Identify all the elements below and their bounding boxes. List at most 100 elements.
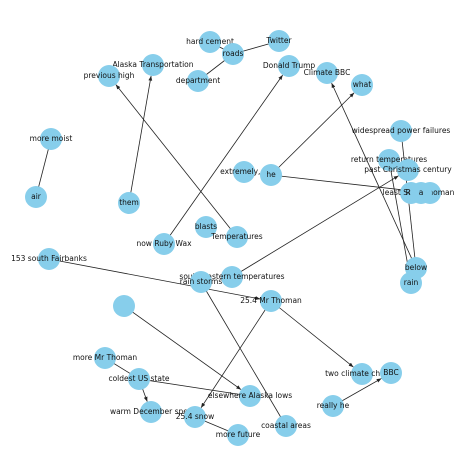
node-label: coastal areas [261, 421, 311, 430]
node-elsewhere-alaska-lows: elsewhere Alaska lows [208, 385, 292, 407]
node-return-temperatures: return temperatures [351, 149, 427, 171]
node-two-climate-change: two climate change [325, 363, 399, 385]
node-circle [227, 424, 249, 446]
node-label: 153 south Fairbanks [11, 254, 87, 263]
node-rain-storms: rain storms [180, 271, 223, 293]
node-label: department [176, 76, 220, 85]
node-temperatures: Temperatures [210, 226, 263, 248]
node-153-south-fairbanks: 153 south Fairbanks [11, 248, 87, 270]
node-label: below [405, 263, 427, 272]
node-circle [260, 164, 282, 186]
node-circle [184, 406, 206, 428]
node-more-future: more future [216, 424, 261, 446]
node-label: coldest US state [108, 374, 169, 383]
node-label: warm December spell [110, 407, 192, 416]
node-circle [260, 290, 282, 312]
node-label: Alaska Transportation [112, 60, 193, 69]
node-label: blasts [195, 222, 217, 231]
node-circle [275, 415, 297, 437]
node-circle [140, 401, 162, 423]
node-alaska-transportation: Alaska Transportation [112, 54, 194, 76]
node-roads: roads [222, 43, 244, 65]
node-label: he [266, 170, 276, 179]
node-what: what [351, 74, 373, 96]
node-circle [226, 226, 248, 248]
node-donald-trump: Donald Trump [263, 55, 316, 77]
edge-temperatures-to-previous_high [115, 84, 238, 238]
node-label: past Christmas century [364, 165, 452, 174]
node-label: south eastern temperatures [179, 272, 284, 281]
node-circle [94, 347, 116, 369]
node-label: Donald Trump [263, 61, 316, 70]
node-circle [316, 62, 338, 84]
node-circle [268, 30, 290, 52]
node-bbc: BBC [380, 362, 402, 384]
node-label: rain storms [180, 277, 223, 286]
node-circle [222, 43, 244, 65]
node-circle [128, 368, 150, 390]
node-circle [187, 70, 209, 92]
node-label: more future [216, 430, 261, 439]
node-he: he [260, 164, 282, 186]
edge-he-to-what [270, 92, 355, 176]
node-circle [410, 182, 432, 204]
node-circle [142, 54, 164, 76]
node-label: Temperatures [210, 232, 263, 241]
node-climate-bbc: Climate BBC [304, 62, 350, 84]
node-label: BBC [383, 368, 398, 377]
node-circle [190, 271, 212, 293]
edge-153_south_fairbanks-to-254_mr_thoman [48, 258, 261, 300]
node-hard-cement: hard cement [186, 31, 234, 53]
node-circle [98, 65, 120, 87]
node-rain: rain [400, 272, 422, 294]
edge-them-to-alaska_transportation [128, 75, 153, 204]
edge-south_eastern_temperatures-to-past_christmas_century [231, 175, 399, 278]
node-more-mr-thoman: more Mr Thoman [73, 347, 138, 369]
edge-coldest_us_state-to-elsewhere_alaska_lows [138, 378, 251, 397]
node-circle [239, 385, 261, 407]
node-circle [40, 128, 62, 150]
node-label: air [31, 192, 42, 201]
node-label: 25.4 snow [176, 412, 214, 421]
node-label: roads [223, 49, 244, 58]
node-label: elsewhere Alaska lows [208, 391, 292, 400]
node-department: department [176, 70, 220, 92]
node-circle [397, 159, 419, 181]
node-label: them [119, 198, 139, 207]
node-label: now Ruby Wax [136, 239, 192, 248]
node-label: really he [317, 401, 350, 410]
node-circle [351, 74, 373, 96]
node-circle [221, 266, 243, 288]
node-past-christmas-century: past Christmas century [364, 159, 452, 181]
node-label: a [419, 188, 424, 197]
node-circle [400, 272, 422, 294]
node-label: previous high [84, 71, 135, 80]
node-them: them [118, 192, 140, 214]
node-circle [113, 295, 135, 317]
node-circle [380, 362, 402, 384]
node-warm-december-spell: warm December spell [110, 401, 192, 423]
node-circle [351, 363, 373, 385]
node-coldest-us-state: coldest US state [108, 368, 170, 390]
node-label: more Mr Thoman [73, 353, 138, 362]
node-circle [233, 161, 255, 183]
node-label: extremely, it [220, 167, 268, 176]
node-previous-high: previous high [84, 65, 135, 87]
node-254-snow: 25.4 snow [176, 406, 214, 428]
node-circle [38, 248, 60, 270]
edge-now_ruby_wax-to-donald_trump [163, 74, 284, 245]
node-really-he: really he [317, 395, 350, 417]
node-label: hard cement [186, 37, 234, 46]
node-label: two climate change [325, 369, 399, 378]
node-254-mr-thoman: 25.4 Mr Thoman [240, 290, 302, 312]
node-circle [118, 192, 140, 214]
node-circle [278, 55, 300, 77]
node-label: return temperatures [351, 155, 427, 164]
node-coastal-areas: coastal areas [261, 415, 311, 437]
node-label: Twitter [265, 36, 292, 45]
edge-below-to-climate_bbc [331, 82, 417, 269]
node-label: rain [404, 278, 419, 287]
edge-254_mr_thoman-to-two_climate_change [270, 300, 354, 368]
node-circle [390, 120, 412, 142]
